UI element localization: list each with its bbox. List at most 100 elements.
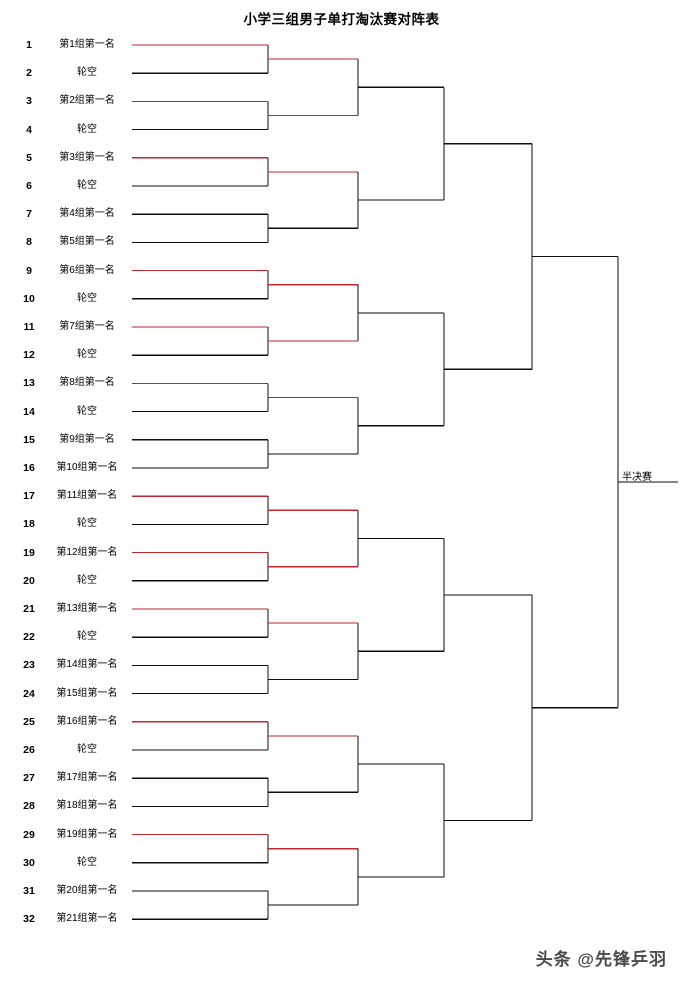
seed-name: 第8组第一名 (59, 377, 115, 389)
seed-number: 23 (23, 659, 35, 672)
seed-name: 第21组第一名 (56, 913, 118, 925)
seed-number: 14 (23, 405, 35, 418)
seed-number: 15 (23, 433, 35, 446)
seed-row: 29 第19组第一名 (0, 827, 132, 843)
seed-row: 10 轮空 (0, 291, 132, 307)
seed-number: 31 (23, 885, 35, 897)
seed-bye: 轮空 (77, 856, 97, 868)
seed-bye: 轮空 (77, 744, 97, 755)
seed-number: 29 (23, 828, 35, 841)
seed-row: 27 第17组第一名 (0, 770, 132, 786)
seed-number: 8 (26, 236, 32, 249)
seed-name: 第17组第一名 (56, 772, 118, 784)
seed-row: 31 第20组第一名 (0, 883, 132, 899)
seed-number: 20 (23, 574, 35, 587)
seed-number: 3 (26, 95, 32, 108)
seed-row: 28 第18组第一名 (0, 798, 132, 814)
seed-row: 6 轮空 (0, 178, 132, 194)
seed-number: 7 (26, 208, 32, 221)
seed-row: 30 轮空 (0, 855, 132, 871)
seed-number: 25 (23, 715, 35, 728)
seed-name: 第18组第一名 (56, 800, 118, 812)
seed-name: 第2组第一名 (59, 95, 115, 107)
seed-row: 18 轮空 (0, 516, 132, 532)
seed-row: 21 第13组第一名 (0, 601, 132, 617)
seed-row: 11 第7组第一名 (0, 319, 132, 335)
seed-row: 13 第8组第一名 (0, 375, 132, 391)
page-title: 小学三组男子单打淘汰赛对阵表 (243, 12, 440, 27)
seed-number: 5 (26, 151, 32, 164)
seed-row: 2 轮空 (0, 65, 132, 81)
seed-bye: 轮空 (77, 180, 97, 191)
seed-row: 16 第10组第一名 (0, 460, 132, 476)
seed-bye: 轮空 (77, 518, 97, 530)
seed-name: 第14组第一名 (56, 659, 118, 671)
semifinal-label: 半决赛 (622, 472, 652, 484)
seed-number: 1 (26, 39, 32, 51)
seed-number: 10 (23, 292, 35, 305)
seed-name: 第4组第一名 (59, 208, 115, 220)
seed-name: 第20组第一名 (56, 885, 118, 896)
seed-number: 17 (23, 490, 35, 503)
seed-bye: 轮空 (77, 67, 97, 79)
seed-number: 30 (23, 856, 35, 869)
seed-number: 24 (23, 687, 35, 700)
seed-row: 4 轮空 (0, 122, 132, 138)
seed-bye: 轮空 (77, 405, 97, 417)
seed-name: 第11组第一名 (56, 490, 118, 502)
seed-row: 25 第16组第一名 (0, 714, 132, 730)
seed-number: 11 (23, 321, 35, 333)
seed-bye: 轮空 (77, 123, 97, 135)
seed-name: 第16组第一名 (56, 715, 118, 727)
seed-name: 第6组第一名 (59, 264, 115, 276)
seed-row: 14 轮空 (0, 404, 132, 420)
seed-row: 22 轮空 (0, 629, 132, 645)
seed-name: 第19组第一名 (56, 828, 118, 840)
seed-name: 第9组第一名 (59, 433, 115, 445)
seed-row: 3 第2组第一名 (0, 93, 132, 109)
seed-row: 12 轮空 (0, 347, 132, 363)
seed-bye: 轮空 (77, 631, 97, 643)
seed-number: 28 (23, 800, 35, 813)
seed-number: 4 (26, 123, 32, 136)
seed-number: 16 (23, 462, 35, 474)
seed-row: 7 第4组第一名 (0, 206, 132, 222)
seed-row: 20 轮空 (0, 573, 132, 589)
seed-number: 26 (23, 744, 35, 756)
seed-row: 19 第12组第一名 (0, 545, 132, 561)
seed-number: 6 (26, 180, 32, 192)
seed-row: 9 第6组第一名 (0, 263, 132, 279)
seed-number: 18 (23, 518, 35, 531)
seed-name: 第1组第一名 (59, 39, 115, 50)
seed-number: 12 (23, 349, 35, 362)
seed-number: 13 (23, 377, 35, 390)
seed-name: 第13组第一名 (56, 603, 118, 614)
seed-number: 21 (23, 603, 35, 615)
seed-number: 27 (23, 772, 35, 785)
seed-name: 第12组第一名 (56, 546, 118, 558)
seed-row: 24 第15组第一名 (0, 686, 132, 702)
seed-row: 17 第11组第一名 (0, 488, 132, 504)
seed-bye: 轮空 (77, 574, 97, 586)
watermark: 头条 @先锋乒羽 (535, 950, 667, 969)
seed-row: 8 第5组第一名 (0, 234, 132, 250)
seed-row: 32 第21组第一名 (0, 911, 132, 927)
seed-row: 15 第9组第一名 (0, 432, 132, 448)
seed-name: 第10组第一名 (56, 462, 118, 473)
seed-bye: 轮空 (77, 349, 97, 361)
seed-name: 第15组第一名 (56, 687, 118, 699)
seed-row: 23 第14组第一名 (0, 657, 132, 673)
seed-bye: 轮空 (77, 292, 97, 304)
seed-row: 1 第1组第一名 (0, 37, 132, 53)
seed-name: 第5组第一名 (59, 236, 115, 248)
seed-number: 9 (26, 264, 32, 277)
seed-number: 32 (23, 913, 35, 926)
seed-number: 19 (23, 546, 35, 559)
seed-number: 2 (26, 67, 32, 80)
seed-row: 26 轮空 (0, 742, 132, 758)
seed-number: 22 (23, 631, 35, 644)
seed-name: 第7组第一名 (59, 321, 115, 332)
